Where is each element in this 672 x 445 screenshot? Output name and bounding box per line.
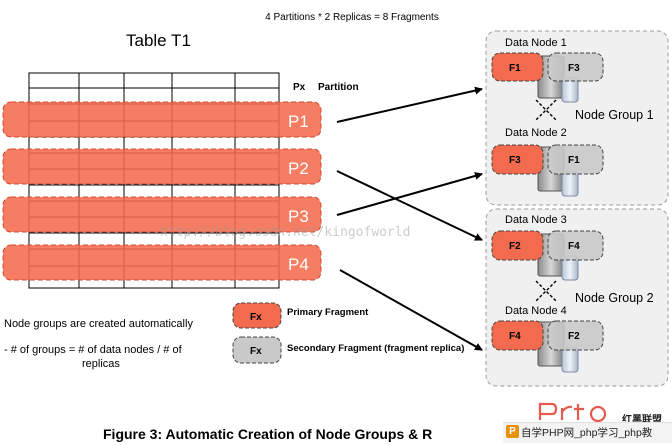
partition-label-p4: P4	[288, 255, 309, 274]
arrow-p2-to-node3	[336, 170, 483, 241]
legend-primary-swatch	[232, 302, 282, 329]
arrow-p3-to-node2	[336, 172, 483, 216]
fragment-node2-secondary-label: F1	[568, 155, 580, 166]
data-node-2-label: Data Node 2	[505, 127, 567, 139]
fragment-node3-primary-label: F2	[509, 241, 521, 252]
fragment-node4-secondary-label: F2	[568, 331, 580, 342]
fragment-node1-primary-label: F1	[509, 63, 521, 74]
fragment-node2-primary-label: F3	[509, 155, 521, 166]
fragment-node2-secondary	[547, 144, 604, 175]
node-group-2-label: Node Group 2	[575, 291, 654, 305]
data-node-3-label: Data Node 3	[505, 214, 567, 226]
px-column-label: Px	[293, 82, 306, 93]
partition-bar-p2	[2, 148, 322, 185]
fragment-node3-primary	[491, 230, 544, 261]
partition-label-p3: P3	[288, 207, 309, 226]
partition-label-p2: P2	[288, 159, 309, 178]
table-title: Table T1	[126, 31, 191, 50]
note-groups-formula: - # of groups = # of data nodes / # of r…	[4, 343, 219, 371]
figure-caption: Figure 3: Automatic Creation of Node Gro…	[103, 426, 433, 442]
data-node-4-label: Data Node 4	[505, 305, 567, 317]
arrow-p4-to-node4	[339, 269, 483, 351]
fragment-node1-primary	[491, 52, 544, 82]
partition-label-p1: P1	[288, 112, 309, 131]
data-node-1-label: Data Node 1	[505, 37, 567, 49]
fragment-node3-secondary-label: F4	[568, 241, 580, 252]
watermark-brand: 红黑联盟	[622, 415, 662, 426]
note-groups-automatic: Node groups are created automatically	[4, 318, 193, 330]
partition-bar-p3	[2, 196, 322, 233]
fragment-node4-primary	[491, 320, 544, 351]
fragment-node1-secondary	[547, 52, 604, 82]
partition-column-label: Partition	[318, 82, 359, 93]
arrow-p1-to-node1	[336, 86, 483, 123]
watermark-logo-icon	[538, 402, 607, 423]
legend-secondary-swatch	[232, 336, 282, 364]
fragment-node2-primary	[491, 144, 544, 175]
note-groups-formula-line: - # of groups = # of data nodes / # of	[4, 344, 182, 356]
watermark-url: http://blog.csdn.net/kingofworld	[160, 225, 411, 240]
node-group-1-label: Node Group 1	[575, 108, 654, 122]
fragment-node4-primary-label: F4	[509, 331, 521, 342]
watermark-bar	[503, 422, 672, 443]
legend-primary-label: Primary Fragment	[287, 307, 369, 318]
fragments-formula: 4 Partitions * 2 Replicas = 8 Fragments	[265, 12, 439, 23]
watermark-badge-icon: P	[506, 425, 519, 438]
fragment-node4-secondary	[547, 320, 604, 351]
legend-secondary-label: Secondary Fragment (fragment replica)	[287, 343, 465, 354]
fragment-node3-secondary	[547, 230, 604, 261]
partition-bar-p1	[2, 101, 322, 138]
fragment-node1-secondary-label: F3	[568, 63, 580, 74]
legend-secondary-symbol: Fx	[250, 346, 262, 357]
note-groups-formula-cont: replicas	[82, 358, 120, 370]
partition-bar-p4	[2, 244, 322, 281]
legend-primary-symbol: Fx	[250, 312, 262, 323]
watermark-bar-text: 自学PHP网_php学习_php教	[521, 427, 653, 439]
